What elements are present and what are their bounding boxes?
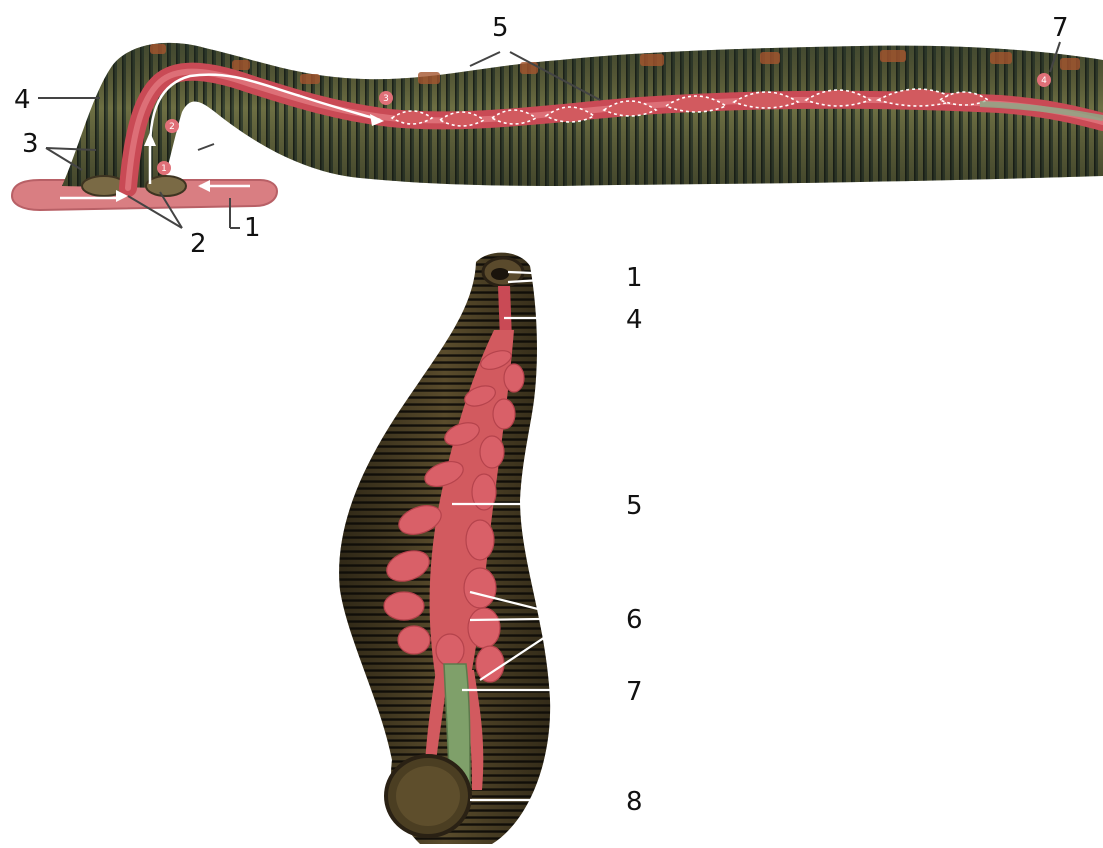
top-label-1: 1 — [244, 213, 261, 243]
top-label-2: 2 — [190, 229, 207, 259]
bottom-label-6: 6 — [626, 605, 643, 635]
top-label-4: 4 — [14, 85, 31, 115]
bottom-label-7: 7 — [626, 677, 643, 707]
stage-marker-2: 2 — [169, 122, 175, 132]
top-figure: 1 2 3 4 4 3 2 1 5 7 — [12, 13, 1103, 259]
top-label-7: 7 — [1052, 13, 1069, 43]
bottom-label-5: 5 — [626, 491, 643, 521]
bottom-label-1: 1 — [626, 263, 643, 293]
posterior-sucker — [146, 176, 186, 196]
bottom-figure: 1 4 5 6 7 8 — [339, 253, 642, 844]
stage-marker-4: 4 — [1041, 76, 1047, 86]
stage-marker-3: 3 — [383, 94, 389, 104]
stage-marker-1: 1 — [161, 164, 167, 174]
bottom-label-8: 8 — [626, 787, 643, 817]
top-label-5: 5 — [492, 13, 509, 43]
bottom-label-4: 4 — [626, 305, 643, 335]
top-label-3: 3 — [22, 129, 39, 159]
